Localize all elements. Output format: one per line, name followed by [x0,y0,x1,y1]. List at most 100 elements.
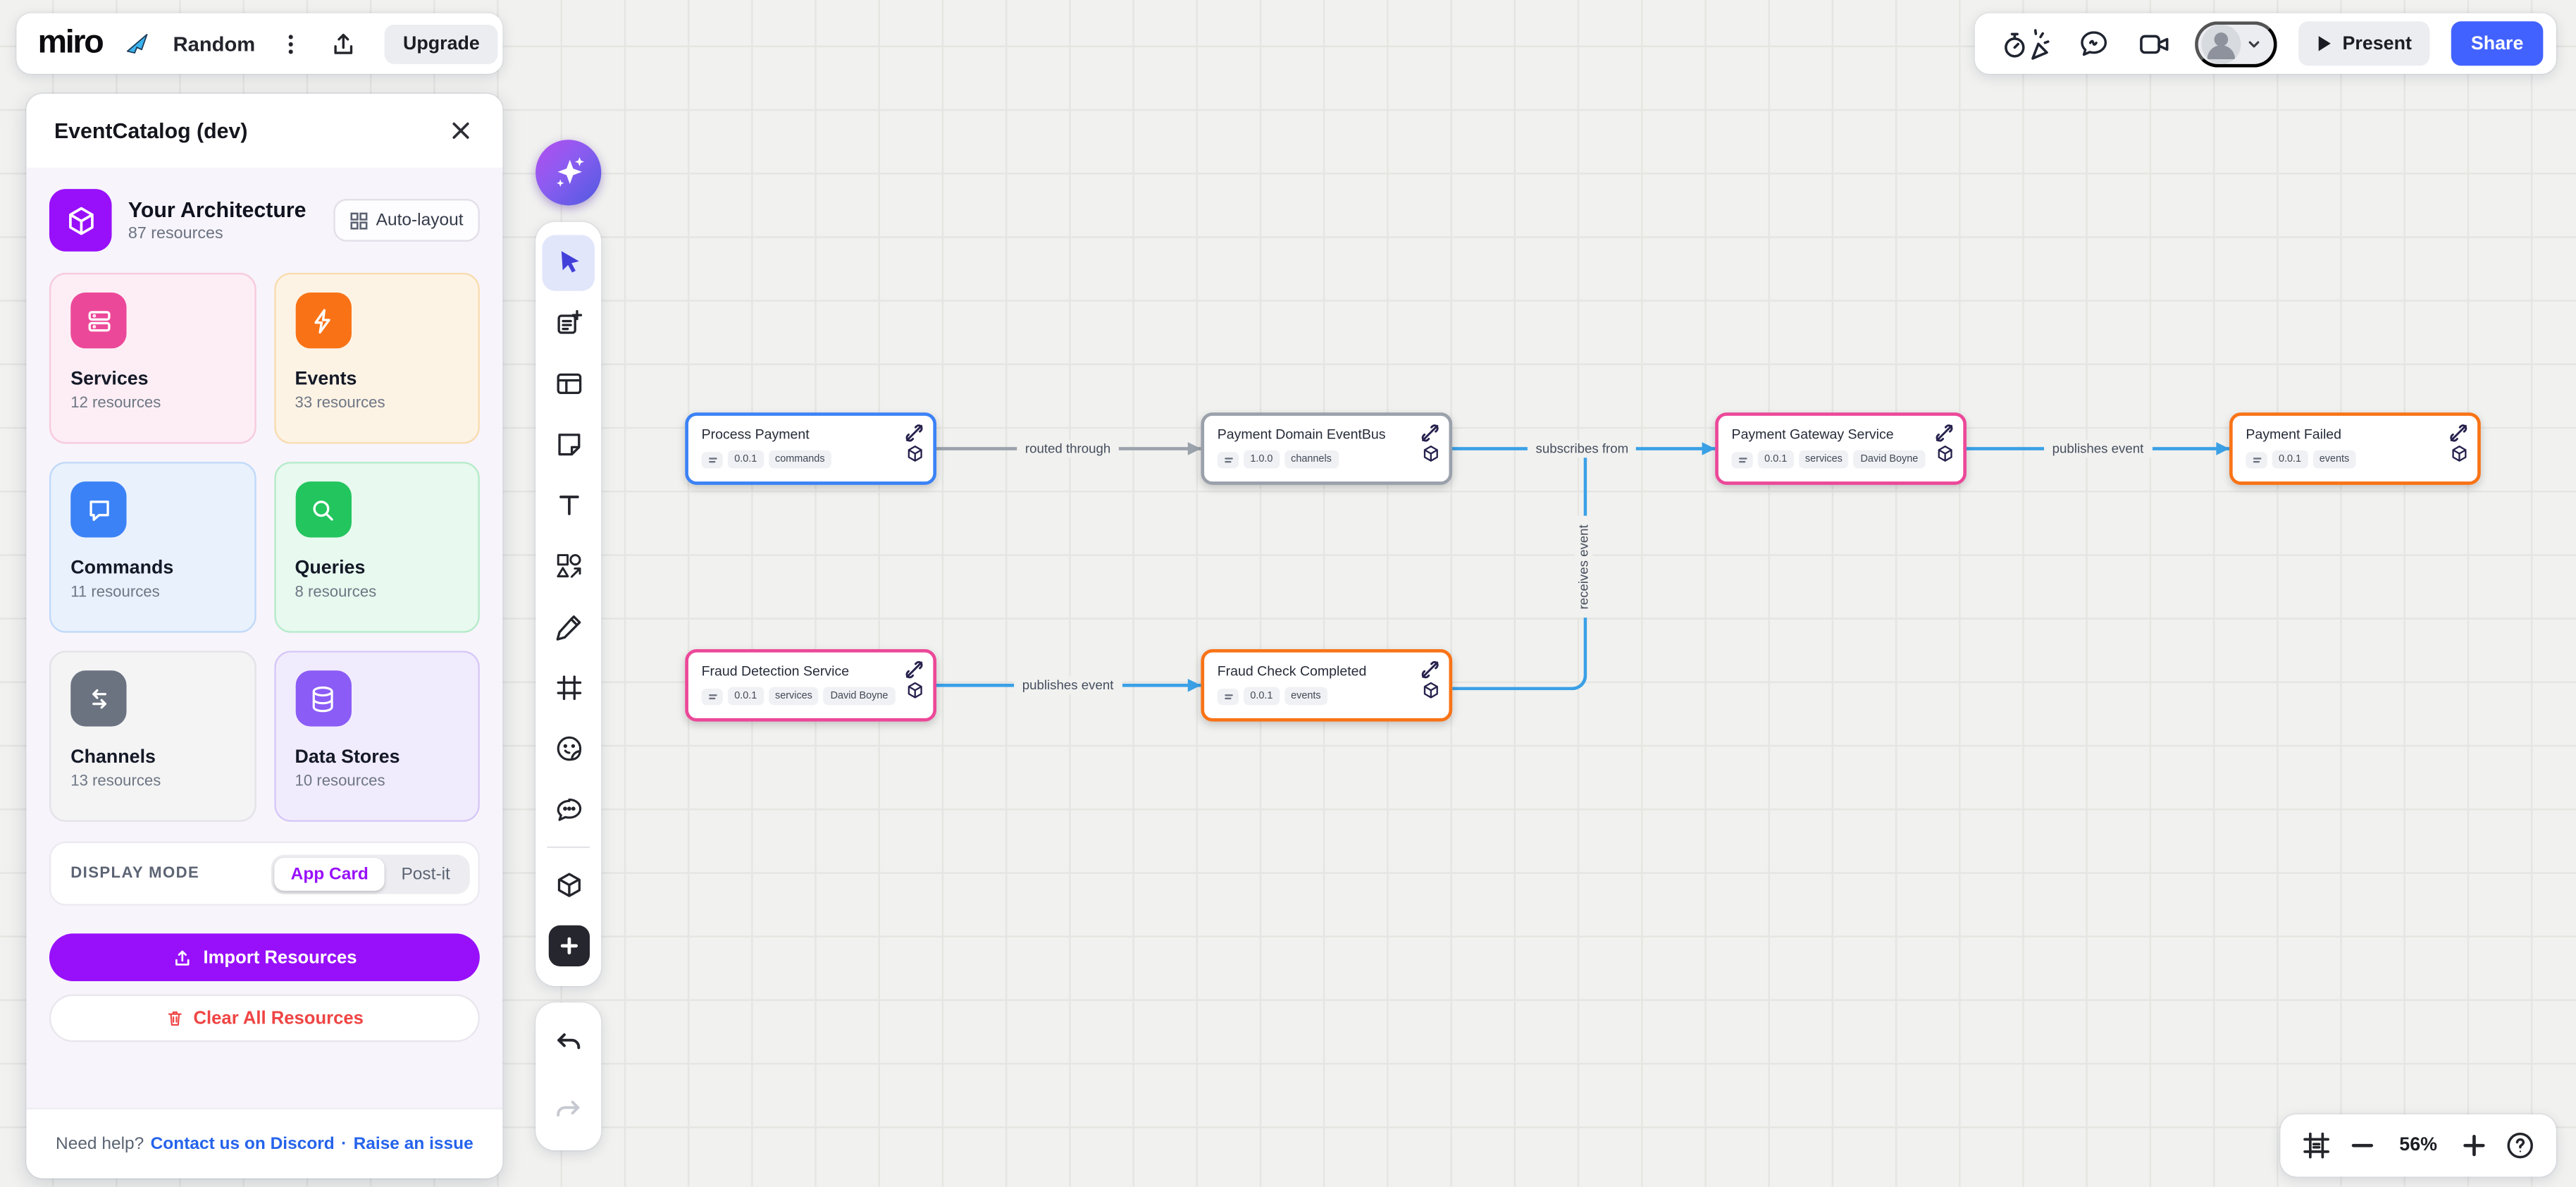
card-count: 10 resources [295,772,385,791]
chat-icon[interactable] [2074,25,2112,63]
footer-separator: · [341,1133,347,1154]
board-name[interactable]: Random [173,32,256,56]
edge-receives-event [1452,448,1587,691]
card-title: Data Stores [295,747,400,768]
app-card-payment-domain-eventbus[interactable]: Payment Domain EventBus 1.0.0 channels [1201,412,1453,485]
text-icon [553,490,584,521]
node-title: Process Payment [701,425,810,443]
kebab-menu-icon[interactable] [277,29,306,59]
templates-tool[interactable] [542,295,595,351]
app-card-fraud-check-completed[interactable]: Fraud Check Completed 0.0.1 events [1201,648,1453,722]
share-button[interactable]: Share [2451,21,2544,66]
miro-logo[interactable]: miro [37,24,104,61]
avatar-menu[interactable] [2194,20,2277,67]
card-title: Channels [70,747,156,768]
add-more-tools-button[interactable] [542,918,595,973]
display-mode-row: DISPLAY MODE App Card Post-it [49,841,480,906]
shapes-tool[interactable] [542,539,595,594]
auto-layout-button[interactable]: Auto-layout [333,199,480,242]
upgrade-button[interactable]: Upgrade [385,23,498,63]
node-tag-badge: commands [768,450,831,469]
display-mode-toggle: App Card Post-it [271,854,470,894]
raise-issue-link[interactable]: Raise an issue [353,1133,473,1154]
help-icon[interactable] [2501,1126,2540,1166]
redo-button[interactable] [542,1082,595,1138]
magnifier-icon [295,481,351,538]
resource-card-commands[interactable]: Commands 11 resources [49,462,256,633]
need-help-text: Need help? [56,1133,144,1154]
display-mode-option-post-it[interactable]: Post-it [385,857,466,890]
node-owner-badge: David Boyne [824,687,895,706]
sticker-tool[interactable] [542,720,595,776]
node-title: Fraud Check Completed [1217,662,1367,679]
clear-all-resources-button[interactable]: Clear All Resources [49,994,480,1043]
cube-icon [1420,680,1440,700]
discord-link[interactable]: Contact us on Discord [150,1133,335,1154]
node-version-badge: 1.0.0 [1244,450,1280,469]
layout-icon [553,368,584,399]
frames-layout-tool[interactable] [542,356,595,412]
resource-card-data-stores[interactable]: Data Stores 10 resources [273,651,480,822]
toolbar-divider [547,846,590,849]
pen-tool[interactable] [542,599,595,655]
ai-assist-button[interactable] [535,140,602,206]
node-title: Fraud Detection Service [701,662,850,679]
database-icon [295,670,351,727]
import-resources-button[interactable]: Import Resources [49,933,480,981]
resource-card-services[interactable]: Services 12 resources [49,273,256,444]
node-version-badge: 0.0.1 [727,450,764,469]
zoom-out-button[interactable] [2346,1130,2379,1163]
node-title: Payment Gateway Service [1731,425,1894,443]
app-card-process-payment[interactable]: Process Payment 0.0.1 commands [685,412,937,485]
resource-card-channels[interactable]: Channels 13 resources [49,651,256,822]
video-icon[interactable] [2134,25,2173,61]
app-card-payment-failed[interactable]: Payment Failed 0.0.1 events [2229,412,2481,485]
text-tool[interactable] [542,477,595,533]
details-icon [2246,451,2267,468]
unlink-icon [1933,422,1955,443]
node-owner-badge: David Boyne [1854,450,1925,469]
comment-tool[interactable] [542,782,595,837]
unlink-icon [903,659,924,680]
tool-palette [535,221,602,986]
undo-button[interactable] [542,1015,595,1071]
unlink-icon [1420,422,1441,443]
zoom-toolbar: 56% [2280,1114,2557,1178]
redo-icon [552,1094,585,1127]
select-tool[interactable] [542,234,595,290]
bolt-icon [295,293,351,349]
export-icon[interactable] [328,27,361,60]
cube-icon [905,444,924,464]
close-icon[interactable] [447,117,475,145]
chevron-down-icon [2246,35,2262,51]
node-version-badge: 0.0.1 [1757,450,1794,469]
upload-icon [172,947,192,967]
fit-to-screen-icon[interactable] [2297,1126,2336,1166]
present-button[interactable]: Present [2298,21,2430,66]
undo-icon [552,1026,585,1059]
frame-icon [553,672,584,703]
grid-icon [349,211,368,230]
resource-card-queries[interactable]: Queries 8 resources [273,462,480,633]
app-card-payment-gateway-service[interactable]: Payment Gateway Service 0.0.1 services D… [1715,412,1967,485]
reactions-icon[interactable] [1998,23,2053,64]
sticky-note-tool[interactable] [542,417,595,472]
zoom-level[interactable]: 56% [2399,1136,2438,1156]
display-mode-option-app-card[interactable]: App Card [274,856,385,890]
app-card-fraud-detection-service[interactable]: Fraud Detection Service 0.0.1 services D… [685,648,937,722]
cube-icon [553,869,584,900]
board-toolbar: miro Random Upgrade [16,13,503,74]
card-title: Commands [70,558,174,579]
frame-tool[interactable] [542,660,595,715]
server-icon [70,293,127,349]
edge-label: routed through [1017,439,1119,458]
cube-icon [1420,444,1440,464]
node-version-badge: 0.0.1 [727,687,764,706]
zoom-in-button[interactable] [2458,1130,2491,1163]
chat-bubble-icon [70,481,127,538]
apps-tool[interactable] [542,857,595,913]
sparkle-icon [547,152,590,195]
play-icon [2316,35,2332,53]
resource-card-events[interactable]: Events 33 resources [273,273,480,444]
